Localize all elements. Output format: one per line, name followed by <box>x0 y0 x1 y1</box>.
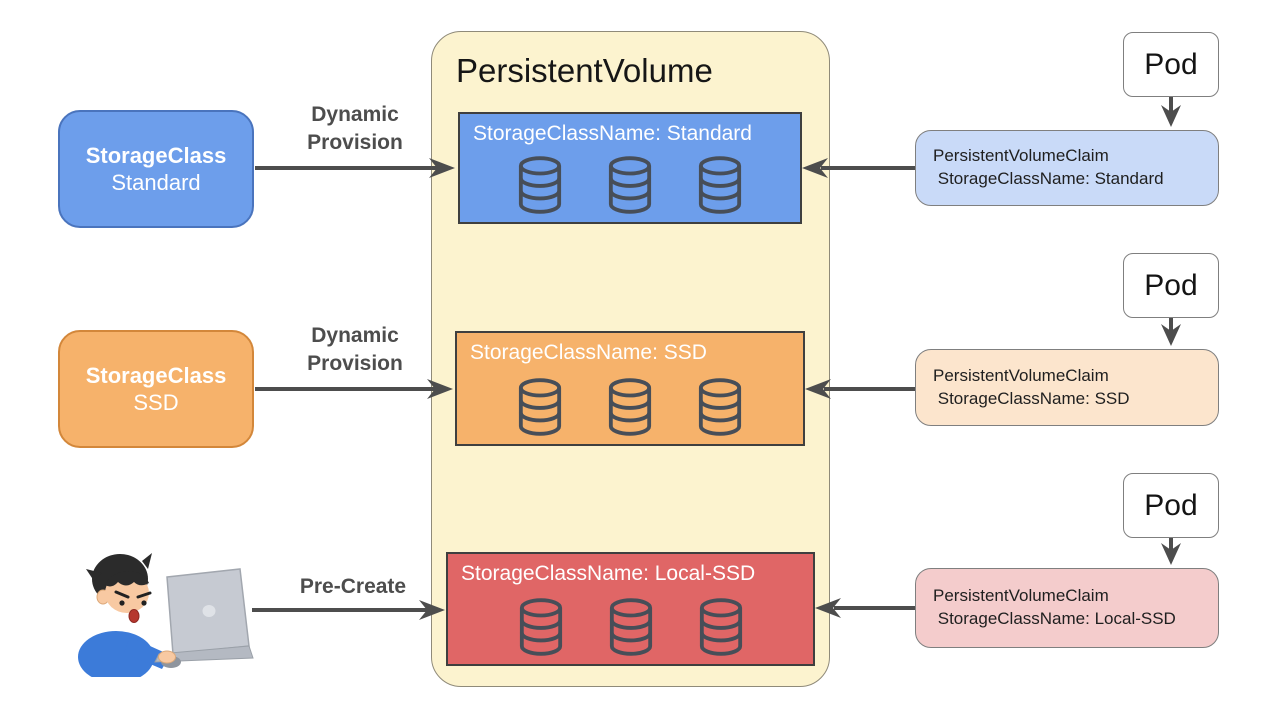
database-icon <box>699 598 742 656</box>
arrow-dynamic-provision-1 <box>255 158 455 178</box>
pv-box-standard-label: StorageClassName: Standard <box>473 122 752 145</box>
database-icon <box>609 598 652 656</box>
pv-box-local-ssd-label: StorageClassName: Local-SSD <box>461 562 756 585</box>
pod-label: Pod <box>1144 47 1198 81</box>
arrow-pvc-local-ssd-to-pv <box>815 598 915 618</box>
database-icons-row <box>460 156 800 214</box>
pvc-box-ssd: PersistentVolumeClaim StorageClassName: … <box>915 349 1219 426</box>
pvc-box-standard: PersistentVolumeClaim StorageClassName: … <box>915 130 1219 206</box>
pv-box-local-ssd: StorageClassName: Local-SSD <box>446 552 815 666</box>
pvc-box-local-ssd: PersistentVolumeClaim StorageClassName: … <box>915 568 1219 648</box>
database-icon <box>698 378 742 436</box>
arrow-pod3-to-pvc <box>1161 538 1181 565</box>
database-icons-row <box>448 598 813 656</box>
pod-box-3: Pod <box>1123 473 1219 538</box>
pv-box-standard: StorageClassName: Standard <box>458 112 802 224</box>
database-icon <box>518 156 562 214</box>
pod-box-2: Pod <box>1123 253 1219 318</box>
arrow-pre-create <box>252 600 445 620</box>
pv-box-ssd-label: StorageClassName: SSD <box>470 341 707 364</box>
pv-box-ssd: StorageClassName: SSD <box>455 331 805 446</box>
person-typing-on-laptop-illustration <box>78 553 254 677</box>
storageclass-name: StorageClass <box>85 362 227 388</box>
database-icon <box>519 598 562 656</box>
pvc-kind-label: PersistentVolumeClaim <box>933 586 1109 606</box>
arrow-pod1-to-pvc <box>1161 97 1181 127</box>
pod-label: Pod <box>1144 268 1198 302</box>
database-icon <box>518 378 562 436</box>
storageclass-variant: Standard <box>111 170 201 195</box>
database-icons-row <box>457 378 803 436</box>
database-icon <box>608 156 652 214</box>
pvc-storageclassname-label: StorageClassName: Standard <box>933 169 1164 188</box>
arrow-dynamic-provision-2 <box>255 379 453 399</box>
arrow-pod2-to-pvc <box>1161 318 1181 346</box>
pod-box-1: Pod <box>1123 32 1219 97</box>
persistent-volume-title: PersistentVolume <box>456 52 713 89</box>
pvc-storageclassname-label: StorageClassName: SSD <box>933 388 1130 408</box>
storageclass-ssd-box: StorageClass SSD <box>58 330 254 448</box>
flow-label-pre-create: Pre-Create <box>299 575 407 598</box>
storageclass-standard-box: StorageClass Standard <box>58 110 254 228</box>
pvc-storageclassname-label: StorageClassName: Local-SSD <box>933 609 1176 628</box>
database-icon <box>608 378 652 436</box>
pvc-kind-label: PersistentVolumeClaim <box>933 146 1109 166</box>
pod-label: Pod <box>1144 488 1198 522</box>
storageclass-variant: SSD <box>133 390 179 415</box>
pvc-kind-label: PersistentVolumeClaim <box>933 365 1109 385</box>
storageclass-name: StorageClass <box>85 142 227 168</box>
flow-label-dynamic-provision-1: Dynamic Provision <box>307 103 403 154</box>
flow-label-dynamic-provision-2: Dynamic Provision <box>307 324 403 375</box>
database-icon <box>698 156 742 214</box>
